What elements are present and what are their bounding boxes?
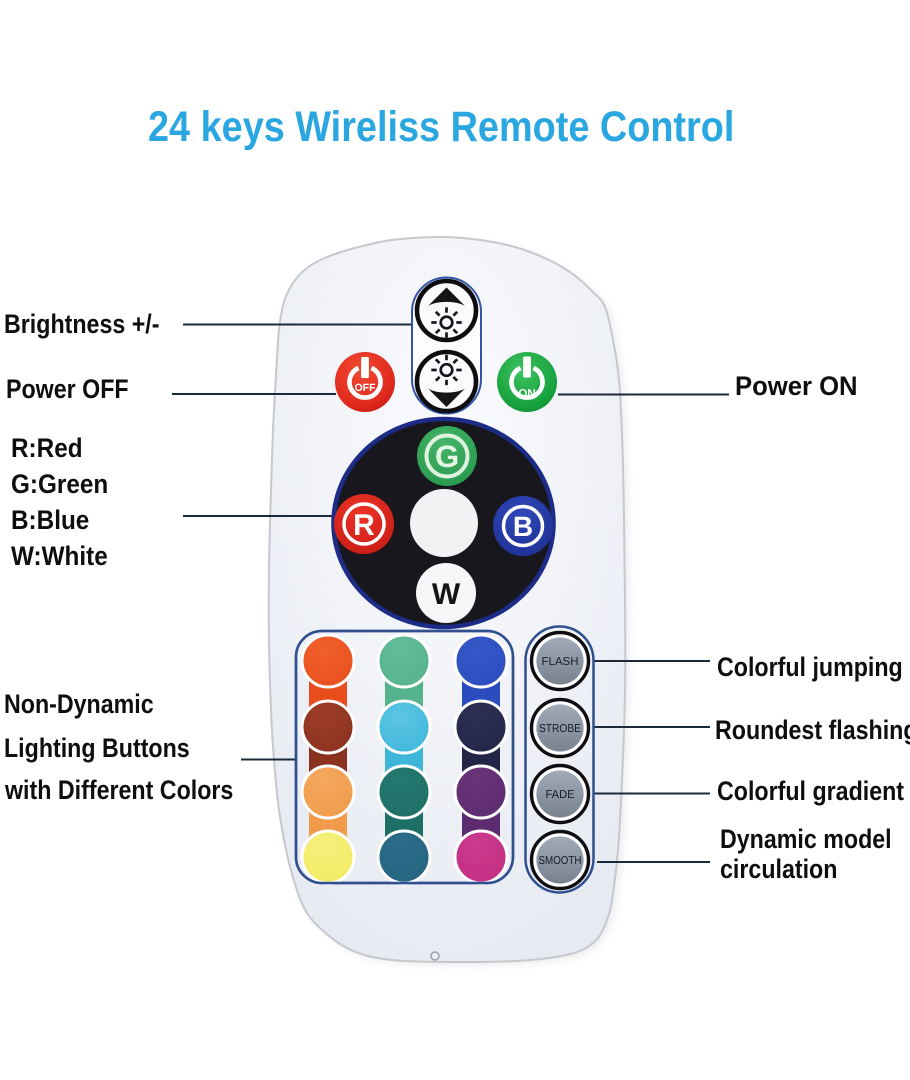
svg-text:W: W [432, 578, 461, 611]
svg-text:OFF: OFF [355, 382, 377, 394]
svg-text:FLASH: FLASH [542, 656, 579, 668]
svg-text:B: B [513, 511, 533, 542]
svg-text:SMOOTH: SMOOTH [539, 855, 582, 867]
svg-text:STROBE: STROBE [539, 723, 581, 735]
svg-text:ON: ON [518, 388, 535, 400]
svg-text:G: G [435, 439, 459, 474]
svg-text:FADE: FADE [546, 789, 575, 801]
svg-text:R: R [353, 509, 375, 542]
